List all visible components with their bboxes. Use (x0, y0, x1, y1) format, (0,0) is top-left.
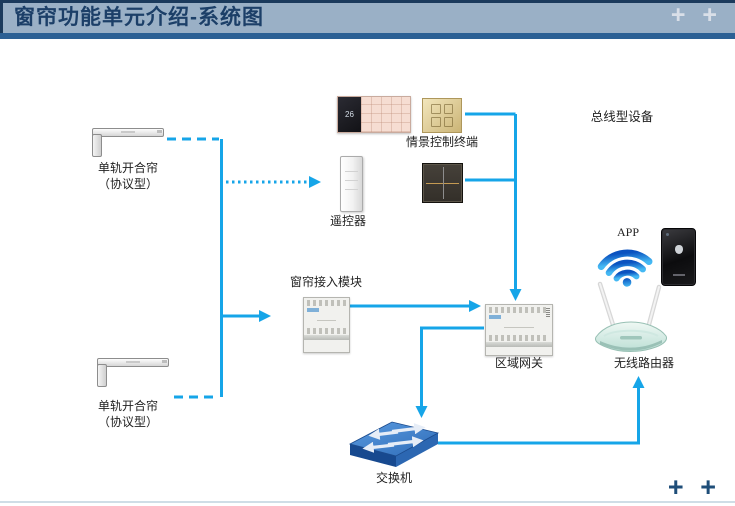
curtain-module-label: 窗帘接入模块 (289, 275, 362, 289)
wireless-router-icon (595, 281, 667, 352)
network-switch-icon (348, 421, 440, 467)
curtain-motor (97, 364, 107, 387)
curtain-track-top-icon (88, 126, 164, 162)
remote-control-icon (340, 156, 363, 212)
footer-plus-group: + + (659, 472, 716, 503)
curtain-rail (97, 358, 169, 367)
gold-scene-panel-icon (422, 98, 462, 133)
curtain-track-bottom-icon (93, 356, 169, 392)
thermostat-keys (361, 97, 410, 132)
header-plus-group: + + (661, 1, 717, 30)
scene-terminal-label: 情景控制终端 (405, 135, 478, 149)
plus-icon: + (700, 472, 716, 502)
bottom-divider (0, 501, 735, 503)
plus-icon: + (667, 472, 684, 502)
header-stripe (0, 33, 735, 39)
thermostat-display: 26 (338, 97, 361, 132)
apple-logo (674, 245, 683, 254)
thermostat-keypad-icon: 26 (337, 96, 411, 133)
plus-icon: + (702, 1, 717, 29)
curtain-bottom-label: 单轨开合帘 （协议型） (97, 399, 158, 429)
black-four-gang-panel-icon (422, 163, 463, 203)
gateway-label: 区域网关 (494, 356, 543, 370)
wire-gateway-to-switch-arrow (415, 326, 484, 418)
page-title: 窗帘功能单元介绍-系统图 (14, 6, 264, 29)
curtain-top-label: 单轨开合帘 （协议型） (97, 161, 158, 191)
router-label: 无线路由器 (613, 356, 674, 370)
title-bar: 窗帘功能单元介绍-系统图 + + (0, 0, 735, 33)
curtain-rail (92, 128, 164, 137)
remote-label: 遥控器 (329, 214, 366, 228)
switch-label: 交换机 (375, 471, 412, 485)
wifi-icon (597, 249, 653, 287)
curtain-module-icon (303, 297, 350, 353)
plus-icon: + (670, 1, 686, 29)
bus-devices-label: 总线型设备 (590, 110, 654, 124)
smartphone-icon (661, 228, 696, 286)
phone-camera (666, 233, 669, 236)
curtain-motor (92, 134, 102, 157)
gateway-icon (485, 304, 553, 356)
wire-switch-to-router-arrow (438, 376, 645, 445)
app-label: APP (616, 225, 639, 239)
